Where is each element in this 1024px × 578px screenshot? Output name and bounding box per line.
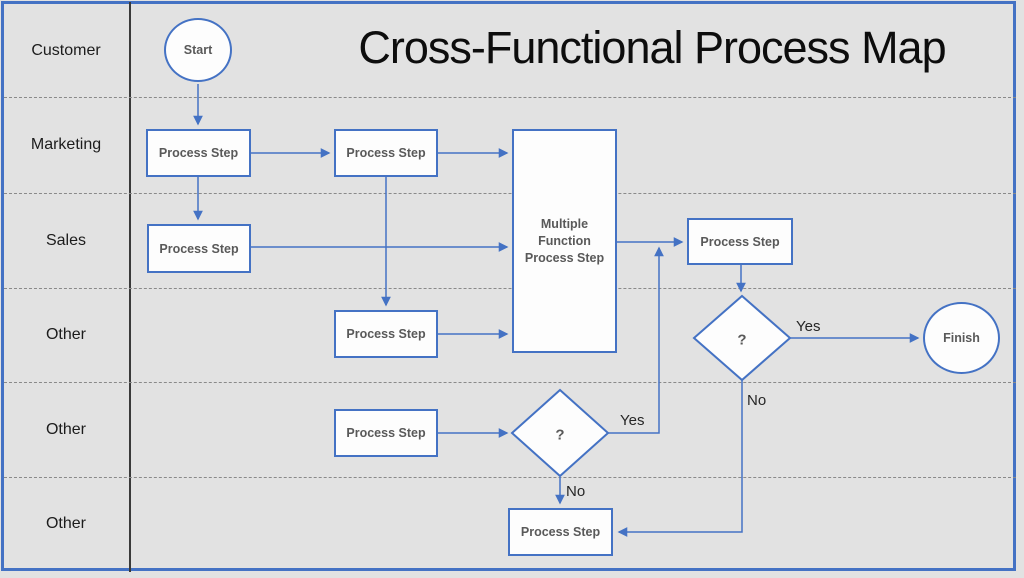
start-node: Start [164,18,232,82]
lane-label-other-2: Other [45,420,86,438]
lane-separator [4,477,1016,478]
decision-1-label: ? [737,331,747,349]
multi-function-line-3: Process Step [524,250,605,265]
lane-label-marketing: Marketing [30,136,102,153]
decision-2-label: ? [555,426,565,444]
other2-step-node: Process Step [334,409,438,457]
multi-function-step-node: Multiple Function Process Step [512,129,617,353]
lane-label-other-1: Other [45,326,86,343]
marketing-step-2-node: Process Step [334,129,438,177]
decision1-no-label: No [747,392,767,409]
diagram-title: Cross-Functional Process Map [358,22,946,73]
lane-label-other-3: Other [45,515,86,532]
finish-node: Finish [923,302,1000,374]
lane-separator [4,97,1016,98]
lane-label-customer: Customer [31,41,101,59]
multi-function-line-2: Function [538,233,591,248]
decision2-no-label: No [566,483,586,500]
marketing-step-1-node: Process Step [146,129,251,177]
sales-step-2-node: Process Step [687,218,793,265]
bottom-step-node: Process Step [508,508,613,556]
multi-function-line-1: Multiple [540,216,589,231]
lane-separator [4,382,1016,383]
lane-header-divider [129,2,131,572]
lane-separator [4,193,1016,194]
outer-border [1,1,1016,571]
sales-step-node: Process Step [147,224,251,273]
lane-label-sales: Sales [45,231,87,249]
decision2-yes-label: Yes [620,412,645,429]
other1-step-node: Process Step [334,310,438,358]
decision1-yes-label: Yes [796,318,821,335]
lane-separator [4,288,1016,289]
